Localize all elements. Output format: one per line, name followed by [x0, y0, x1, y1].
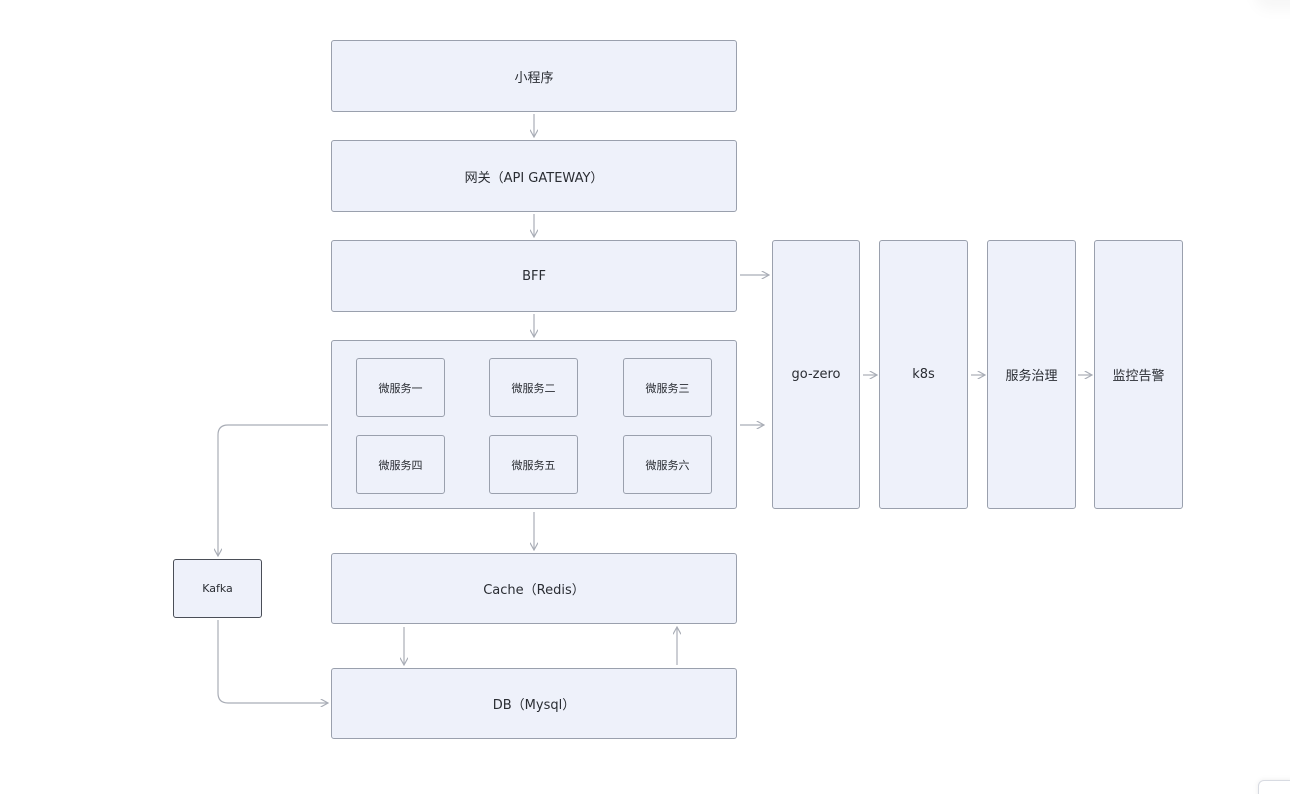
- node-microservice-6-label: 微服务六: [645, 458, 690, 472]
- node-microservice-3-label: 微服务三: [645, 381, 690, 395]
- node-api-gateway-label: 网关（API GATEWAY）: [464, 170, 604, 186]
- node-service-governance-label: 服务治理: [1005, 369, 1058, 384]
- node-db-mysql[interactable]: DB（Mysql）: [331, 668, 737, 739]
- node-microservice-5-label: 微服务五: [511, 458, 556, 472]
- node-service-governance[interactable]: 服务治理: [987, 240, 1076, 509]
- node-bff[interactable]: BFF: [331, 240, 737, 312]
- node-k8s-label: k8s: [912, 367, 935, 382]
- node-api-gateway[interactable]: 网关（API GATEWAY）: [331, 140, 737, 212]
- node-db-mysql-label: DB（Mysql）: [492, 698, 576, 713]
- node-kafka[interactable]: Kafka: [173, 559, 262, 618]
- node-monitoring-alerting-label: 监控告警: [1112, 369, 1165, 384]
- node-microservice-1-label: 微服务一: [378, 381, 423, 395]
- node-go-zero[interactable]: go-zero: [772, 240, 860, 509]
- edge-kafka-db: [217, 620, 328, 703]
- node-microservice-6[interactable]: 微服务六: [623, 435, 712, 494]
- node-go-zero-label: go-zero: [791, 367, 841, 382]
- node-miniprogram[interactable]: 小程序: [331, 40, 737, 112]
- corner-control-button[interactable]: [1258, 780, 1290, 794]
- node-cache-redis-label: Cache（Redis）: [483, 583, 585, 598]
- node-miniprogram-label: 小程序: [514, 70, 554, 86]
- node-monitoring-alerting[interactable]: 监控告警: [1094, 240, 1183, 509]
- node-cache-redis[interactable]: Cache（Redis）: [331, 553, 737, 624]
- node-microservice-4-label: 微服务四: [378, 458, 423, 472]
- node-microservice-4[interactable]: 微服务四: [356, 435, 445, 494]
- node-microservice-2-label: 微服务二: [511, 381, 556, 395]
- node-microservice-1[interactable]: 微服务一: [356, 358, 445, 417]
- node-bff-label: BFF: [522, 268, 546, 284]
- node-kafka-label: Kafka: [202, 582, 233, 595]
- node-microservice-3[interactable]: 微服务三: [623, 358, 712, 417]
- node-k8s[interactable]: k8s: [879, 240, 968, 509]
- corner-shadow: [1255, 0, 1290, 10]
- node-microservice-2[interactable]: 微服务二: [489, 358, 578, 417]
- node-microservice-5[interactable]: 微服务五: [489, 435, 578, 494]
- edge-services-kafka: [218, 424, 328, 556]
